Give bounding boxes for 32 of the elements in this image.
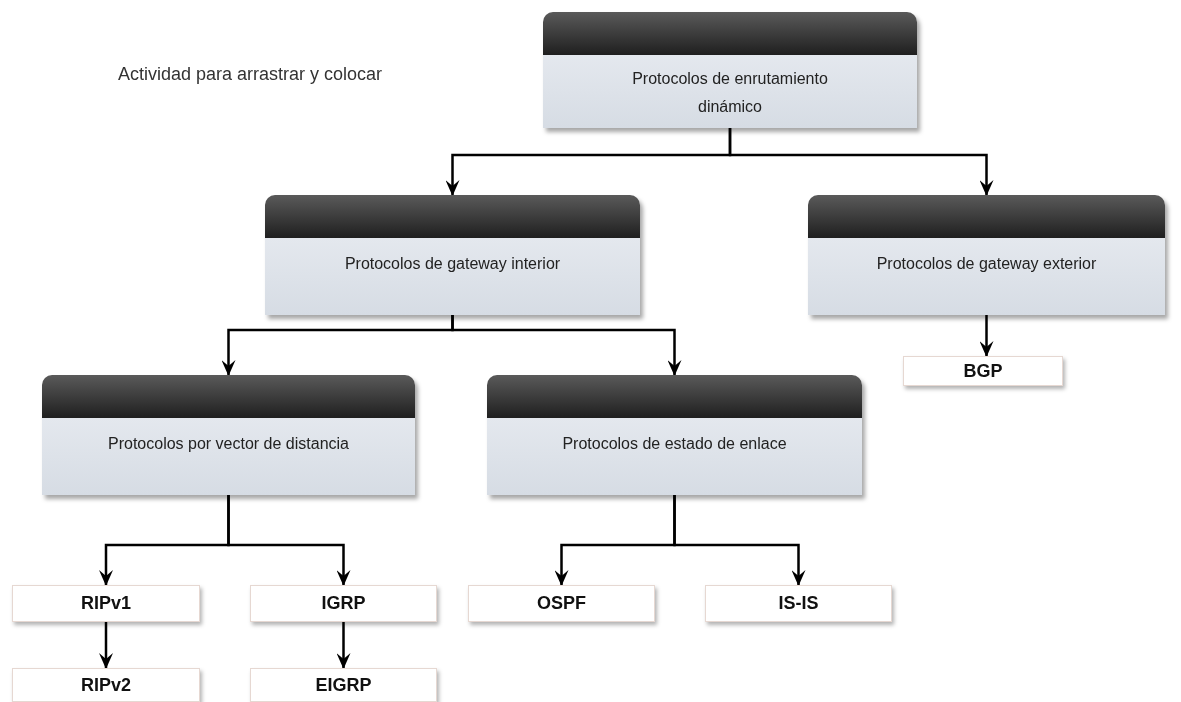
arrow bbox=[673, 495, 806, 586]
category-box bbox=[808, 195, 1165, 315]
node-text: Protocolos de enrutamiento dinámico bbox=[631, 69, 829, 117]
node-text: RIPv1 bbox=[81, 593, 131, 614]
node-text: IS-IS bbox=[778, 593, 819, 614]
category-box bbox=[487, 375, 862, 495]
protocol-box bbox=[468, 585, 655, 622]
node-text: Protocolos de gateway exterior bbox=[876, 254, 1097, 274]
protocol-box bbox=[12, 585, 200, 622]
node-text: IGRP bbox=[321, 593, 366, 614]
node-text: EIGRP bbox=[315, 674, 372, 696]
node-text: Protocolos de estado de enlace bbox=[562, 434, 787, 454]
category-box bbox=[42, 375, 415, 495]
node-text: Protocolos por vector de distancia bbox=[108, 434, 349, 454]
node-text: OSPF bbox=[537, 593, 586, 614]
category-box bbox=[543, 12, 917, 128]
arrow bbox=[227, 495, 351, 586]
category-box bbox=[265, 195, 640, 315]
node-text: RIPv2 bbox=[81, 674, 131, 696]
protocol-box bbox=[250, 585, 437, 622]
arrow bbox=[451, 315, 682, 376]
arrow bbox=[728, 128, 994, 196]
node-text: Protocolos de gateway interior bbox=[344, 254, 561, 274]
arrow bbox=[336, 622, 351, 669]
arrow bbox=[99, 622, 113, 669]
activity-title: Actividad para arrastrar y colocar bbox=[118, 64, 383, 85]
protocol-box bbox=[12, 668, 200, 702]
arrow bbox=[979, 315, 994, 357]
protocol-box bbox=[903, 356, 1063, 386]
node-text: BGP bbox=[963, 360, 1003, 382]
protocol-box bbox=[705, 585, 892, 622]
protocol-box bbox=[250, 668, 437, 702]
